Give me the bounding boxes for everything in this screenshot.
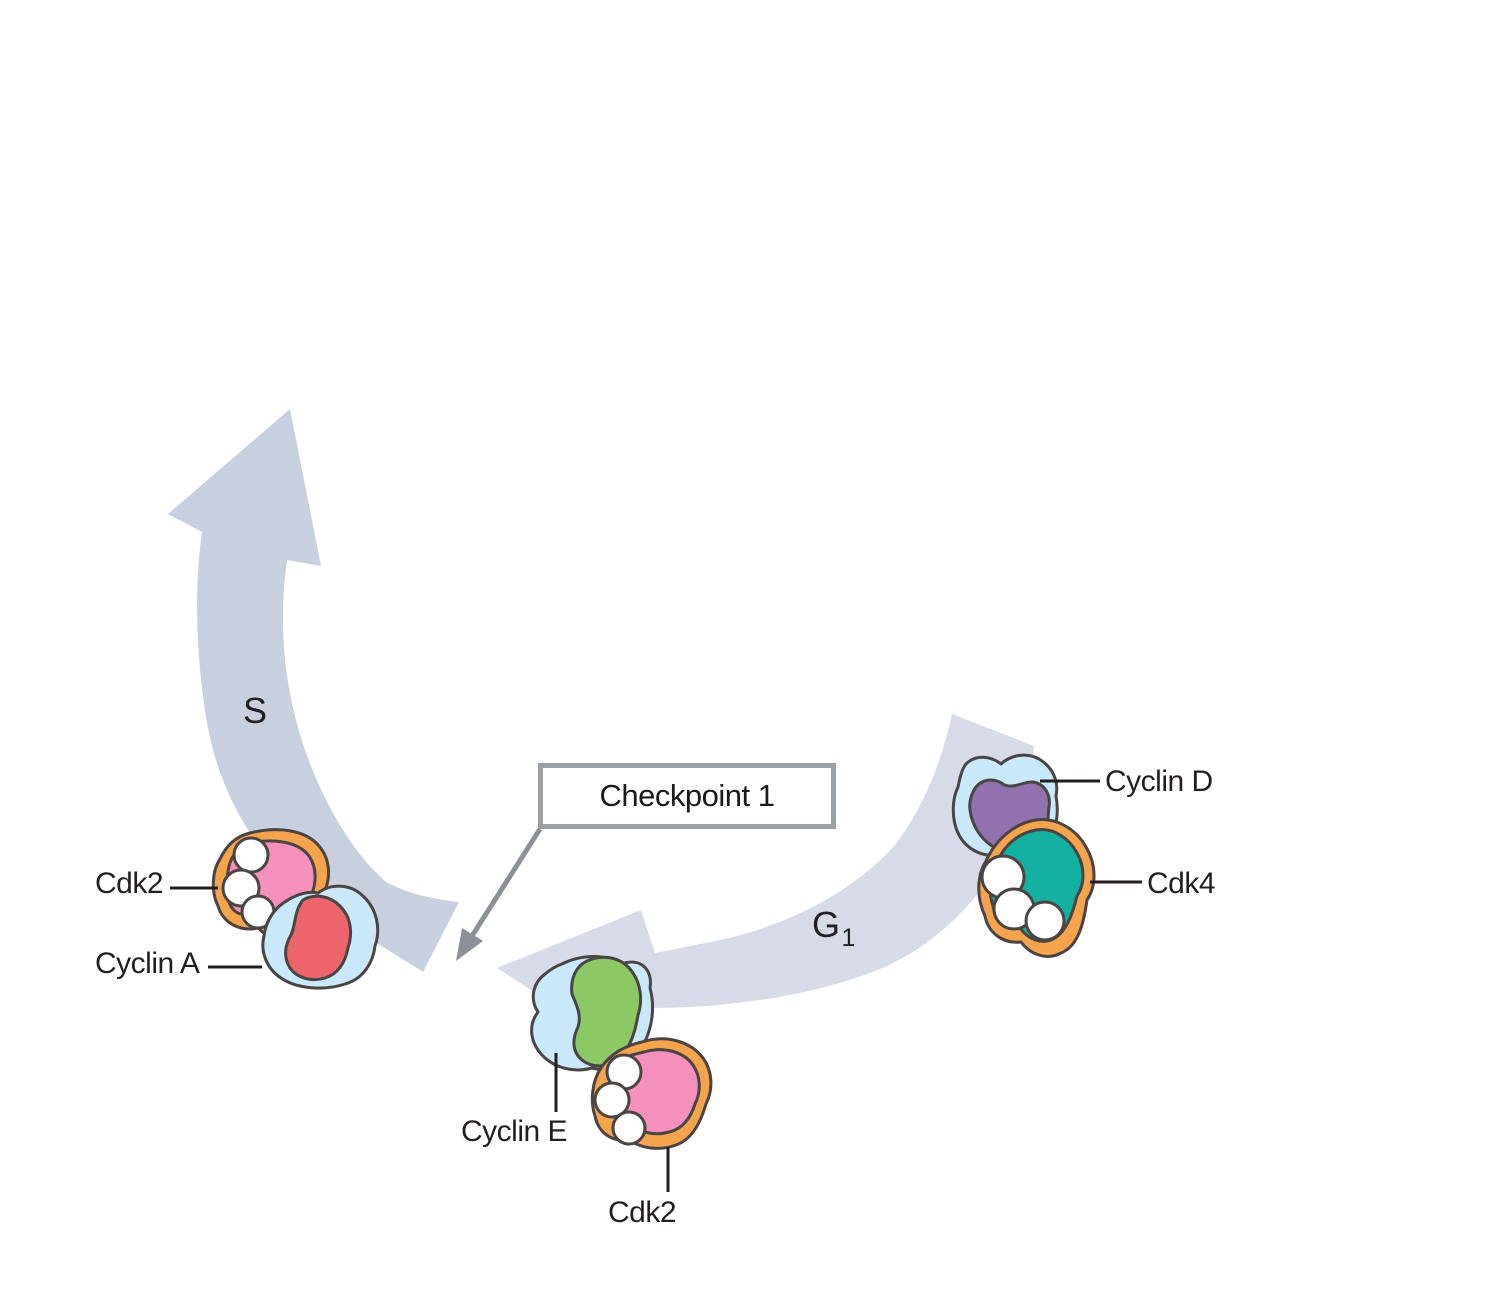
- checkpoint-1-callout: Checkpoint 1: [538, 763, 836, 829]
- cdk2-left-label: Cdk2: [95, 867, 164, 900]
- checkpoint-pointer-head: [456, 928, 483, 961]
- s-phase-arrow: [168, 409, 459, 972]
- phosphate-circle: [611, 1110, 647, 1146]
- cyclin-e-inner-shape: [570, 955, 643, 1068]
- cdk4-label: Cdk4: [1147, 867, 1216, 900]
- cyclin-a-label: Cyclin A: [95, 947, 200, 980]
- phosphate-circle: [232, 836, 270, 874]
- g1-phase-label: G1: [812, 904, 855, 952]
- cyclin-a-inner-shape: [284, 894, 353, 982]
- cyclin-e-cdk2-complex: [530, 955, 713, 1150]
- g1-phase-subscript: 1: [841, 924, 856, 952]
- cdk2-bottom-label: Cdk2: [608, 1196, 677, 1229]
- g1-phase-arrow: [497, 714, 1034, 1040]
- phosphate-circle: [1024, 900, 1066, 942]
- cyclin-e-label: Cyclin E: [461, 1115, 568, 1148]
- s-phase-label: S: [243, 690, 267, 731]
- checkpoint-pointer-arrow: [456, 827, 543, 961]
- checkpoint-pointer-line: [469, 827, 543, 938]
- cyclin-d-cdk4-complex: [951, 753, 1096, 958]
- g1-phase-letter: G: [812, 904, 840, 945]
- phosphate-circle: [593, 1081, 631, 1119]
- checkpoint-1-label: Checkpoint 1: [599, 778, 775, 813]
- cyclin-a-cdk2-complex: [211, 828, 380, 990]
- cyclin-d-label: Cyclin D: [1105, 765, 1213, 798]
